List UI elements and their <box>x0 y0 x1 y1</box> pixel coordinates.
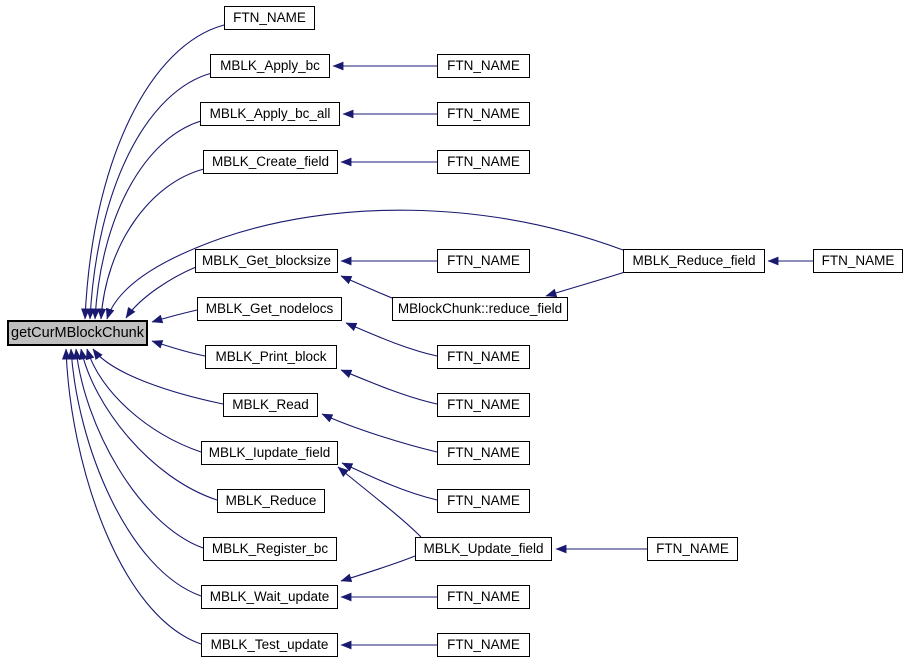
node-MBLK_Update_field[interactable]: MBLK_Update_field <box>415 537 552 561</box>
edge-MBLK_Create_field-to-getCurMBlockChunk <box>97 168 205 320</box>
edge-ftn-10-to-MBLK_Iupdate_field <box>341 462 438 501</box>
node-ftn-4[interactable]: FTN_NAME <box>437 150 530 174</box>
edge-MBLK_Test_update-to-getCurMBlockChunk <box>61 348 202 645</box>
node-ftn-7[interactable]: FTN_NAME <box>437 345 530 369</box>
edge-MBLK_Update_field-to-MBLK_Wait_update <box>340 555 416 583</box>
node-ftn-8[interactable]: FTN_NAME <box>437 393 530 417</box>
node-ftn-1[interactable]: FTN_NAME <box>224 6 315 30</box>
edge-MBLK_Get_nodelocs-to-getCurMBlockChunk <box>151 309 198 324</box>
edge-MBLK_Reduce-to-getCurMBlockChunk <box>78 348 218 501</box>
node-MBLK_Get_blocksize[interactable]: MBLK_Get_blocksize <box>195 249 338 273</box>
node-ftn-6[interactable]: FTN_NAME <box>813 249 903 273</box>
edge-ftn-8-to-MBLK_Print_block <box>340 369 438 405</box>
node-MBlockChunk-reduce_field[interactable]: MBlockChunk::reduce_field <box>392 297 568 321</box>
node-ftn-2[interactable]: FTN_NAME <box>437 54 530 78</box>
edge-MBLK_Apply_bc-to-getCurMBlockChunk <box>86 72 213 320</box>
node-MBLK_Get_nodelocs[interactable]: MBLK_Get_nodelocs <box>197 297 342 321</box>
node-MBLK_Reduce[interactable]: MBLK_Reduce <box>217 489 325 513</box>
edge-ftn-9-to-MBLK_Read <box>321 413 438 453</box>
edge-ftn-7-to-MBLK_Get_nodelocs <box>345 322 438 357</box>
edge-MBLK_Get_blocksize-to-getCurMBlockChunk <box>125 266 197 319</box>
edge-MBLK_Iupdate_field-to-getCurMBlockChunk <box>85 348 202 453</box>
edge-MBlockChunk-reduce_field-to-MBLK_Get_blocksize <box>340 275 393 299</box>
node-ftn-11[interactable]: FTN_NAME <box>647 537 738 561</box>
node-ftn-10[interactable]: FTN_NAME <box>437 489 530 513</box>
edges-group <box>61 24 813 650</box>
edge-MBLK_Update_field-to-MBLK_Iupdate_field <box>337 466 422 538</box>
node-MBLK_Wait_update[interactable]: MBLK_Wait_update <box>201 585 338 609</box>
edge-MBLK_Reduce_field-to-MBlockChunk-reduce_field <box>545 271 626 298</box>
edge-MBLK_Wait_update-to-getCurMBlockChunk <box>67 348 202 597</box>
edge-MBLK_Apply_bc_all-to-getCurMBlockChunk <box>91 120 202 320</box>
node-ftn-5[interactable]: FTN_NAME <box>437 249 530 273</box>
node-MBLK_Apply_bc_all[interactable]: MBLK_Apply_bc_all <box>200 102 340 126</box>
node-MBLK_Apply_bc[interactable]: MBLK_Apply_bc <box>210 54 330 78</box>
edge-MBLK_Register_bc-to-getCurMBlockChunk <box>72 348 204 549</box>
node-MBLK_Iupdate_field[interactable]: MBLK_Iupdate_field <box>201 441 338 465</box>
node-MBLK_Read[interactable]: MBLK_Read <box>223 393 318 417</box>
edge-ftn-1-to-getCurMBlockChunk <box>81 24 225 320</box>
node-ftn-12[interactable]: FTN_NAME <box>437 585 530 609</box>
node-ftn-9[interactable]: FTN_NAME <box>437 441 530 465</box>
node-ftn-3[interactable]: FTN_NAME <box>437 102 530 126</box>
node-MBLK_Create_field[interactable]: MBLK_Create_field <box>203 150 338 174</box>
node-MBLK_Register_bc[interactable]: MBLK_Register_bc <box>203 537 337 561</box>
edge-MBLK_Print_block-to-getCurMBlockChunk <box>151 340 206 357</box>
node-getCurMBlockChunk[interactable]: getCurMBlockChunk <box>7 320 148 346</box>
node-MBLK_Reduce_field[interactable]: MBLK_Reduce_field <box>623 249 765 273</box>
node-MBLK_Test_update[interactable]: MBLK_Test_update <box>201 633 338 657</box>
edge-MBLK_Read-to-getCurMBlockChunk <box>92 348 224 405</box>
edge-MBLK_Reduce_field-to-getCurMBlockChunk <box>105 209 624 320</box>
node-ftn-13[interactable]: FTN_NAME <box>437 633 530 657</box>
node-MBLK_Print_block[interactable]: MBLK_Print_block <box>205 345 337 369</box>
